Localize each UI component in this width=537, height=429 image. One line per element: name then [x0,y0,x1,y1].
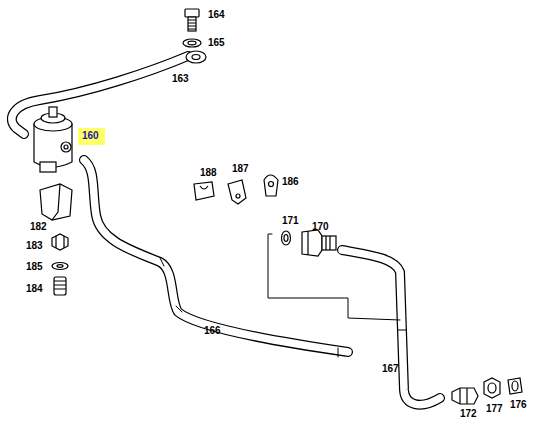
washer [52,263,68,270]
callout-number: 172 [460,409,477,419]
washer [183,39,201,47]
union-fitting [452,388,478,404]
callout-number: 163 [172,74,189,84]
hollow-screw [302,230,322,256]
highlight-box: 160 [78,128,105,145]
supply-hose [342,250,440,405]
mounting-bracket [40,184,72,220]
callout-number: 167 [382,364,399,374]
return-hose-inner [84,160,348,352]
bolt-head [185,9,199,17]
callout-number: 165 [208,38,225,48]
hose-clip [264,175,278,196]
fuel-line [12,56,188,134]
banjo-fitting [186,51,206,63]
callout-number: 176 [510,400,527,410]
bolt-shank [188,17,196,31]
stud [54,277,66,295]
callout-number: 184 [26,284,43,294]
fuel-line-inner [12,56,188,134]
callout-number: 187 [232,164,249,174]
callout-number: 164 [208,10,225,20]
nut [52,234,68,250]
union-nut [484,378,500,398]
callout-number: 170 [312,222,329,232]
hose-clip [228,180,246,204]
callout-number: 177 [486,404,503,414]
callout-number: 186 [282,177,299,187]
compression-ring [508,378,522,394]
callout-number: 183 [26,241,43,251]
callout-number: 188 [200,168,217,178]
callout-number: 166 [204,326,221,336]
group-bracket [268,234,400,320]
sealing-ring [282,231,291,245]
callout-number: 160 [82,130,99,141]
return-hose [84,160,348,352]
hose-clip [194,182,214,200]
callout-number: 182 [30,222,47,232]
callout-number: 185 [26,262,43,272]
supply-hose-inner [342,250,440,405]
callout-number: 171 [282,216,299,226]
